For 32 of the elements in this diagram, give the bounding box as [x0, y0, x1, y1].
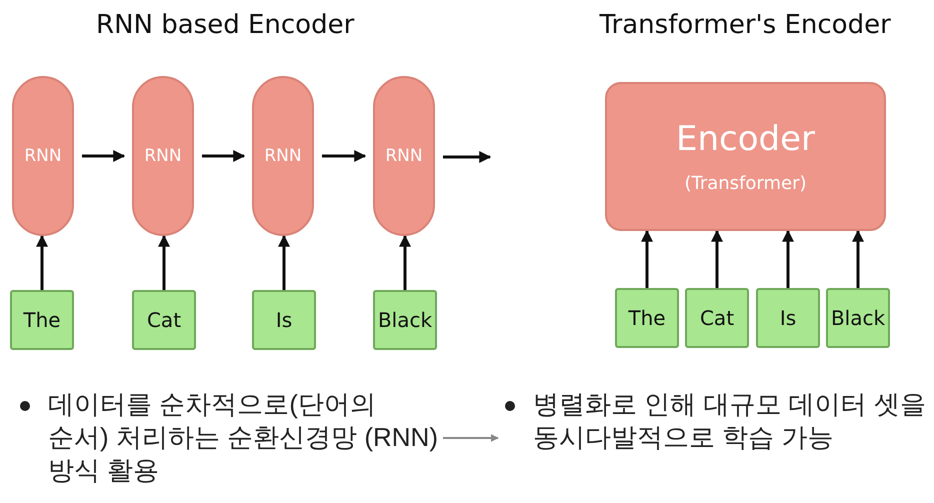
rnn-box: RNN: [132, 76, 194, 236]
word-box: Black: [373, 290, 437, 350]
arrow: [852, 230, 864, 288]
arrow: [202, 150, 246, 162]
word-box: Cat: [132, 290, 196, 350]
arrow: [82, 150, 126, 162]
box-title: Encoder: [676, 119, 815, 159]
arrow: [158, 234, 170, 290]
arrow: [278, 234, 290, 290]
encoder-box: [605, 82, 886, 231]
arrow: [443, 434, 499, 442]
arrow: [36, 234, 48, 290]
box-subtitle: (Transformer): [684, 173, 807, 194]
arrow: [322, 150, 366, 162]
bullet-text: 데이터를 순차적으로(단어의 순서) 처리하는 순환신경망 (RNN) 방식 활용: [48, 388, 439, 487]
word-box: Is: [252, 290, 316, 350]
arrow: [782, 230, 794, 288]
word-box: Is: [756, 288, 820, 348]
heading: Transformer's Encoder: [600, 10, 891, 40]
word-box: Cat: [685, 288, 749, 348]
rnn-box: RNN: [252, 76, 314, 236]
rnn-box: RNN: [12, 76, 74, 236]
heading: RNN based Encoder: [96, 10, 354, 40]
word-box: The: [10, 290, 74, 350]
arrow: [443, 151, 492, 163]
word-box: The: [615, 288, 679, 348]
rnn-box: RNN: [373, 76, 435, 236]
word-box: Black: [826, 288, 890, 348]
arrow: [399, 234, 411, 290]
arrow: [641, 230, 653, 288]
arrow: [711, 230, 723, 288]
bullet-text: 병렬화로 인해 대규모 데이터 셋을 동시다발적으로 학습 가능: [533, 388, 927, 454]
